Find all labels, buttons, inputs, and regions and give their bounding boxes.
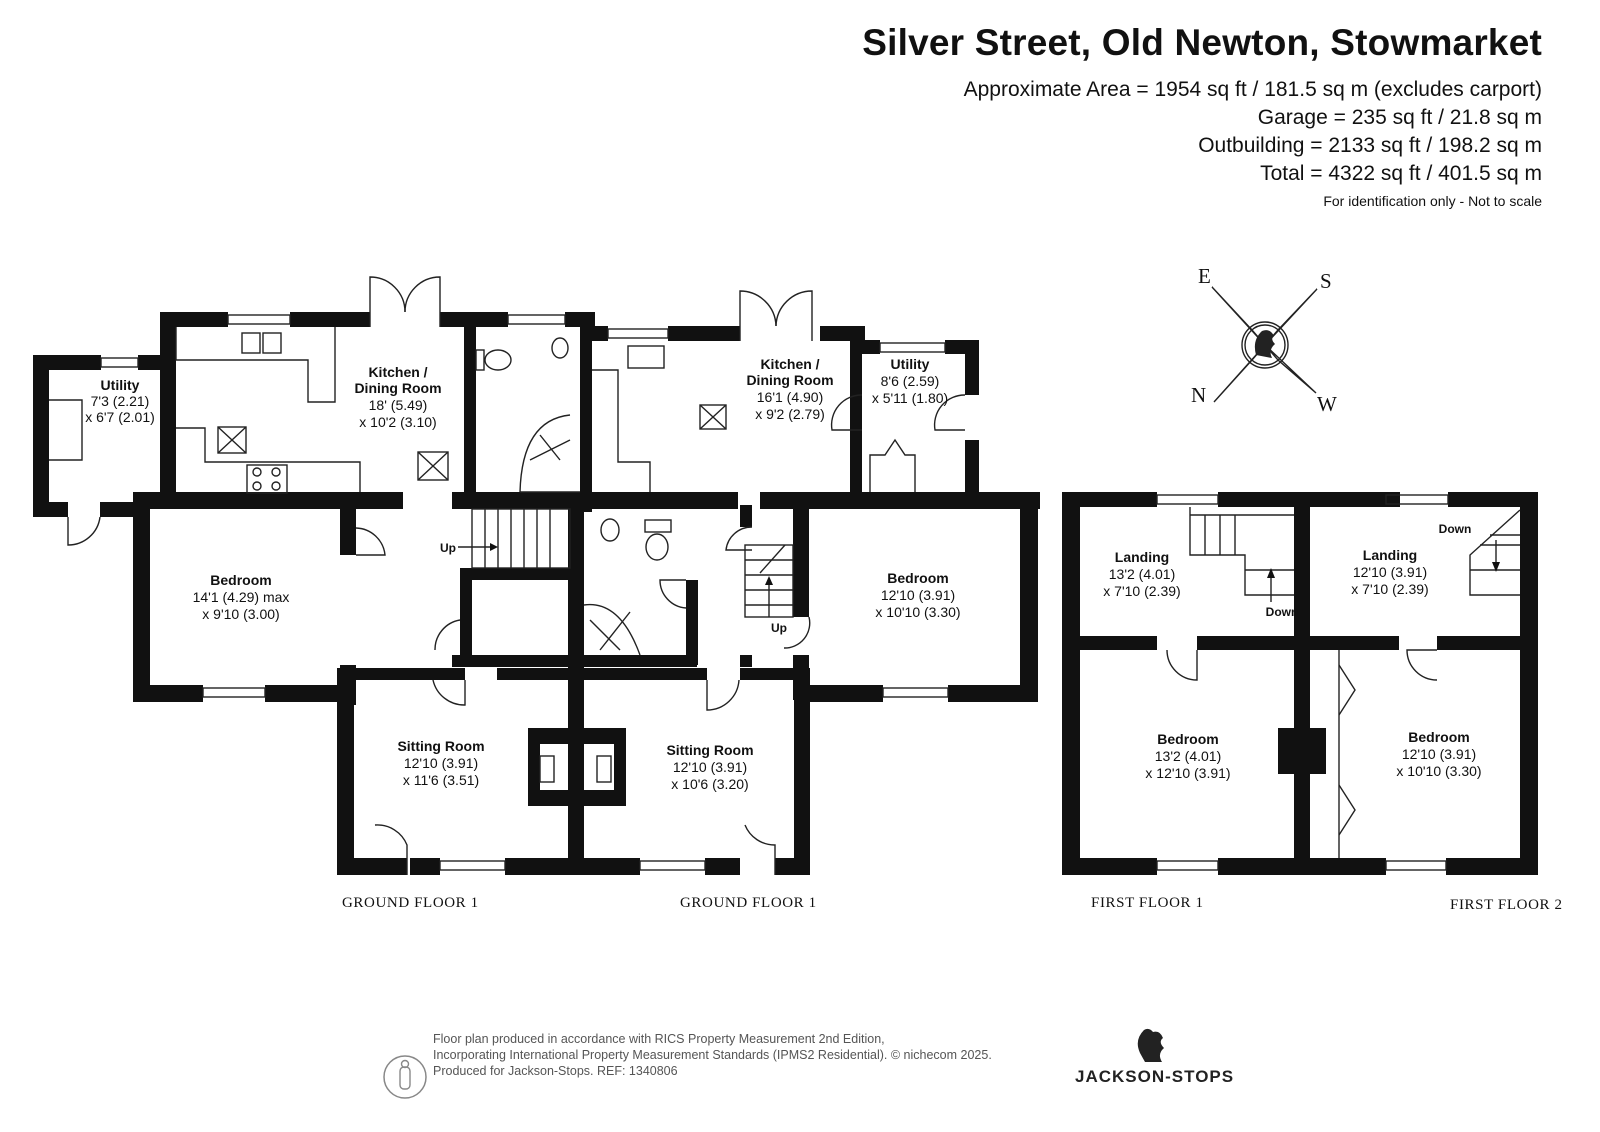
kitchen2-name2: Dining Room: [746, 372, 833, 388]
outbuilding-area: Outbuilding = 2133 sq ft / 198.2 sq m: [1198, 134, 1542, 157]
sitting2-name: Sitting Room: [666, 742, 753, 758]
approximate-area: Approximate Area = 1954 sq ft / 181.5 sq…: [963, 78, 1542, 101]
kitchen1-dim1: 18' (5.49): [369, 397, 428, 413]
bedroom2-dim1: 12'10 (3.91): [881, 587, 955, 603]
stair-up-label-2: Up: [771, 621, 787, 635]
landing2-dim1: 12'10 (3.91): [1353, 564, 1427, 580]
total-area: Total = 4322 sq ft / 401.5 sq m: [1260, 162, 1542, 185]
ground-floor-details: [49, 276, 966, 875]
bedroom4-dim2: x 10'10 (3.30): [1396, 763, 1481, 779]
jackson-stops-logo-icon: [1137, 1028, 1164, 1062]
first-floor-walls: [1062, 492, 1538, 875]
landing2-dim2: x 7'10 (2.39): [1351, 581, 1428, 597]
utility1-dim2: x 6'7 (2.01): [85, 409, 155, 425]
footer-line-1: Floor plan produced in accordance with R…: [433, 1032, 885, 1046]
bedroom1-dim2: x 9'10 (3.00): [202, 606, 279, 622]
floor-label-first-b: FIRST FLOOR 2: [1450, 897, 1563, 913]
ground-floor-walls: [33, 312, 1040, 875]
stair-down-label-1: Down: [1266, 605, 1299, 619]
rics-logo-icon: [383, 1055, 427, 1099]
bedroom2-name: Bedroom: [887, 570, 948, 586]
floor-label-ground-b: GROUND FLOOR 1: [680, 895, 817, 911]
landing1-dim2: x 7'10 (2.39): [1103, 583, 1180, 599]
stair-up-label-1: Up: [440, 541, 456, 555]
sitting1-dim2: x 11'6 (3.51): [403, 772, 479, 788]
kitchen2-dim2: x 9'2 (2.79): [755, 406, 825, 422]
sitting1-name: Sitting Room: [397, 738, 484, 754]
utility2-dim1: 8'6 (2.59): [881, 373, 940, 389]
bedroom1-dim1: 14'1 (4.29) max: [193, 589, 290, 605]
bedroom4-name: Bedroom: [1408, 729, 1469, 745]
utility2-name: Utility: [891, 356, 930, 372]
footer-line-2: Incorporating International Property Mea…: [433, 1048, 992, 1062]
compass-south-label: S: [1320, 269, 1332, 293]
utility2-dim2: x 5'11 (1.80): [872, 390, 948, 406]
landing1-dim1: 13'2 (4.01): [1109, 566, 1176, 582]
kitchen1-dim2: x 10'2 (3.10): [359, 414, 436, 430]
floor-label-first-a: FIRST FLOOR 1: [1091, 895, 1204, 911]
brand-name: JACKSON-STOPS: [1075, 1067, 1235, 1086]
landing1-name: Landing: [1115, 549, 1169, 565]
page-title: Silver Street, Old Newton, Stowmarket: [862, 22, 1542, 63]
bedroom2-dim2: x 10'10 (3.30): [875, 604, 960, 620]
bedroom3-name: Bedroom: [1157, 731, 1218, 747]
utility1-name: Utility: [101, 377, 140, 393]
bedroom4-dim1: 12'10 (3.91): [1402, 746, 1476, 762]
scale-note: For identification only - Not to scale: [1323, 193, 1542, 209]
compass-east-label: E: [1198, 264, 1211, 288]
bedroom1-name: Bedroom: [210, 572, 271, 588]
utility1-dim1: 7'3 (2.21): [91, 393, 150, 409]
compass-west-label: W: [1317, 392, 1337, 416]
first-floor-details: [1156, 494, 1521, 871]
stair-down-label-2: Down: [1439, 522, 1472, 536]
landing2-name: Landing: [1363, 547, 1417, 563]
kitchen1-name1: Kitchen /: [368, 364, 427, 380]
kitchen2-dim1: 16'1 (4.90): [757, 389, 824, 405]
sitting2-dim1: 12'10 (3.91): [673, 759, 747, 775]
footer-line-3: Produced for Jackson-Stops. REF: 1340806: [433, 1064, 678, 1078]
sitting1-dim1: 12'10 (3.91): [404, 755, 478, 771]
compass-rose: [1211, 286, 1318, 403]
garage-area: Garage = 235 sq ft / 21.8 sq m: [1257, 106, 1542, 129]
kitchen1-name2: Dining Room: [354, 380, 441, 396]
sitting2-dim2: x 10'6 (3.20): [671, 776, 748, 792]
bedroom3-dim2: x 12'10 (3.91): [1145, 765, 1230, 781]
kitchen2-name1: Kitchen /: [760, 356, 819, 372]
floor-label-ground-a: GROUND FLOOR 1: [342, 895, 479, 911]
bedroom3-dim1: 13'2 (4.01): [1155, 748, 1222, 764]
compass-north-label: N: [1191, 383, 1206, 407]
